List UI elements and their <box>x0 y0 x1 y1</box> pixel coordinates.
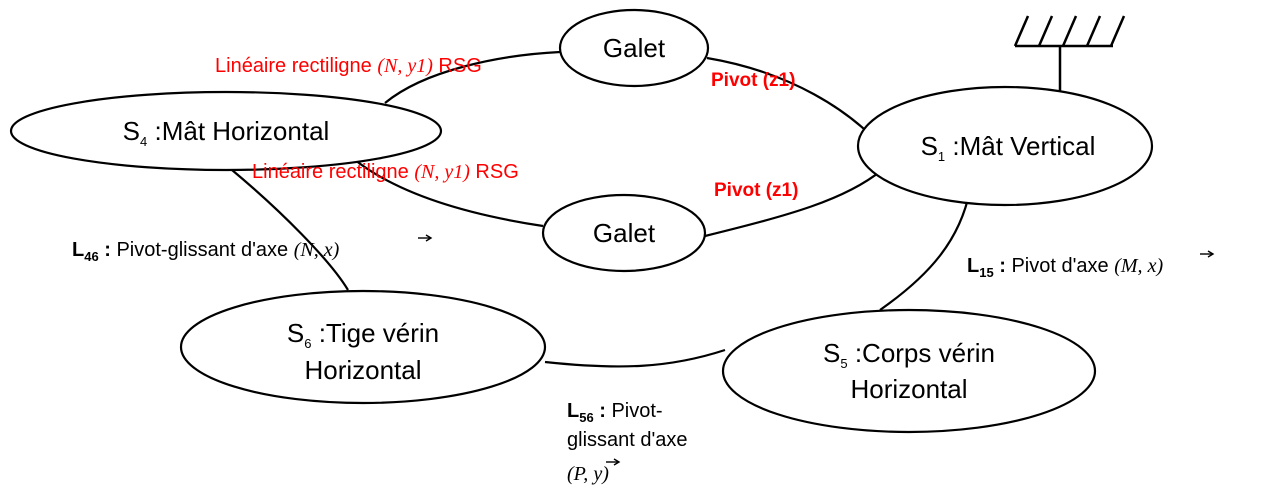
vector-arrowhead-icon <box>425 234 433 242</box>
galet-top-label: Galet <box>603 33 666 63</box>
s4-node <box>9 90 443 172</box>
s4-label: S4 :Mât Horizontal <box>123 116 330 149</box>
l56-label-line1: L56 : Pivot- <box>567 400 663 425</box>
s6-label-line1: S6 :Tige vérin <box>287 318 439 351</box>
s5-node <box>721 308 1097 434</box>
galet-bottom-label: Galet <box>593 218 656 248</box>
l56-label-line2: glissant d'axe <box>567 429 688 451</box>
vector-arrowhead-icon <box>613 458 621 466</box>
vector-arrowhead-icon <box>1207 250 1215 258</box>
curve-s4-galet-bottom <box>354 159 544 228</box>
l46-label: L46 : Pivot-glissant d'axe (N, x) <box>72 239 340 264</box>
s1-label: S1 :Mât Vertical <box>921 131 1096 164</box>
pivot-bottom-label: Pivot (z1) <box>714 180 798 201</box>
l15-label: L15 : Pivot d'axe (M, x) <box>967 255 1163 280</box>
linear-link-top-label: Linéaire rectiligne (N, y1) RSG <box>215 55 482 77</box>
l56-label-line3: (P, y) <box>567 463 609 485</box>
curve-s1-s5 <box>879 189 972 311</box>
curve-s4-galet-top <box>384 50 561 104</box>
s6-node <box>179 289 547 405</box>
curve-s6-s5 <box>544 348 726 368</box>
pivot-top-label: Pivot (z1) <box>711 70 795 91</box>
s5-label-line1: S5 :Corps vérin <box>823 338 995 371</box>
s1-node <box>856 85 1154 207</box>
curve-s4-s6 <box>231 169 349 291</box>
ground-symbol <box>1013 15 1126 127</box>
s5-label-line2: Horizontal <box>850 374 967 404</box>
curve-galet-bottom-s1 <box>704 169 883 238</box>
galet-top-node <box>558 8 710 88</box>
s6-label-line2: Horizontal <box>304 355 421 385</box>
linear-link-bottom-label: Linéaire rectiligne (N, y1) RSG <box>252 161 519 183</box>
galet-bottom-node <box>541 193 707 273</box>
